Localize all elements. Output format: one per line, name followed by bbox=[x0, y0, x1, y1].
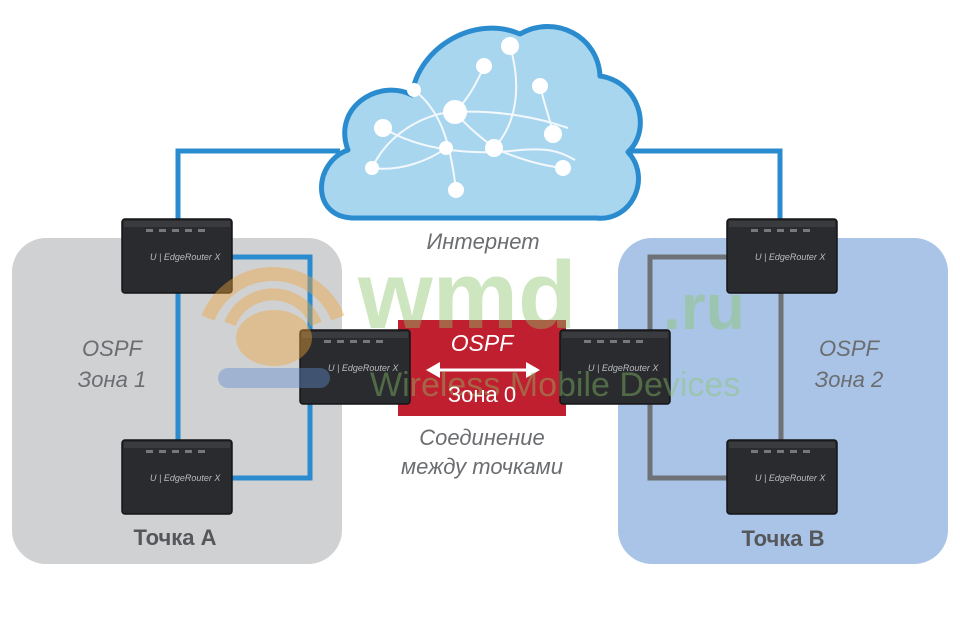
router-model-label: U | EdgeRouter X bbox=[328, 363, 399, 373]
router-model-label: U | EdgeRouter X bbox=[150, 473, 221, 483]
router-model-label: U | EdgeRouter X bbox=[150, 252, 221, 262]
router-zone1-top-icon: U | EdgeRouter X bbox=[121, 218, 233, 294]
router-zone1-border-icon: U | EdgeRouter X bbox=[299, 329, 411, 405]
zone0-name-label: Зона 0 bbox=[447, 382, 517, 407]
router-zone2-top-icon: U | EdgeRouter X bbox=[726, 218, 838, 294]
zone0-protocol-label: OSPF bbox=[450, 330, 514, 356]
router-model-label: U | EdgeRouter X bbox=[755, 473, 826, 483]
zone2-protocol-label: OSPF bbox=[819, 336, 879, 361]
link-caption-line1: Соединение bbox=[419, 425, 545, 450]
router-zone2-border-icon: U | EdgeRouter X bbox=[559, 329, 671, 405]
internet-label: Интернет bbox=[426, 229, 540, 254]
internet-link-right bbox=[620, 148, 783, 222]
router-model-label: U | EdgeRouter X bbox=[755, 252, 826, 262]
double-arrow-icon bbox=[426, 362, 540, 378]
zone1-protocol-label: OSPF bbox=[82, 336, 142, 361]
zone0-area bbox=[398, 320, 566, 416]
point-a-label: Точка А bbox=[133, 525, 217, 550]
zone1-name-label: Зона 1 bbox=[77, 367, 147, 392]
router-zone1-bottom-icon: U | EdgeRouter X bbox=[121, 439, 233, 515]
router-model-label: U | EdgeRouter X bbox=[588, 363, 659, 373]
link-caption-line2: между точками bbox=[401, 454, 563, 479]
internet-link-left bbox=[175, 148, 340, 222]
zone2-name-label: Зона 2 bbox=[814, 367, 884, 392]
router-zone2-bottom-icon: U | EdgeRouter X bbox=[726, 439, 838, 515]
point-b-label: Точка В bbox=[741, 526, 825, 551]
internet-cloud-icon bbox=[319, 24, 643, 221]
